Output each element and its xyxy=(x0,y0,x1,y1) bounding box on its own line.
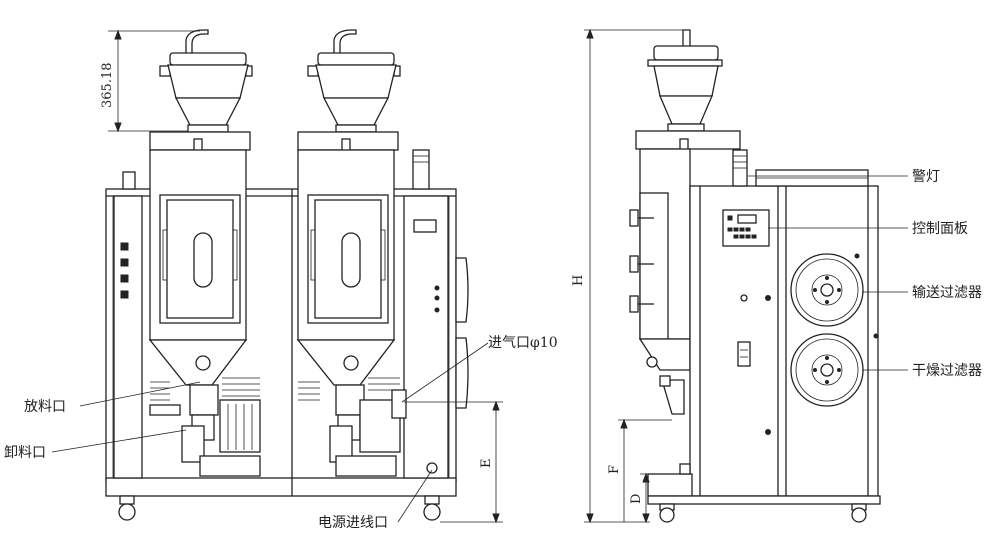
callout-drying-filter: 干燥过滤器 xyxy=(862,363,982,379)
callout-control-panel: 控制面板 xyxy=(768,221,968,237)
label-power-inlet: 电源进线口 xyxy=(318,515,388,531)
label-unload-port: 卸料口 xyxy=(4,445,46,461)
front-base xyxy=(105,477,457,497)
dimension-D: D xyxy=(629,472,660,524)
label-air-inlet: 进气口φ10 xyxy=(488,335,558,351)
hopper-unit-right xyxy=(296,29,438,477)
callout-unload-port: 卸料口 xyxy=(4,429,187,461)
front-view: 365.18 xyxy=(4,29,558,531)
dimension-E: E xyxy=(404,400,503,524)
round-filter-icon xyxy=(790,253,864,327)
power-inlet-hole xyxy=(426,462,438,474)
dimension-E-label: E xyxy=(479,459,494,469)
label-warning-light: 警灯 xyxy=(912,169,940,185)
round-filter-icon xyxy=(790,333,864,407)
dimension-H-label: H xyxy=(571,275,586,286)
label-control-panel: 控制面板 xyxy=(912,221,968,237)
label-conveying-filter: 输送过滤器 xyxy=(912,285,982,301)
dimension-F: F xyxy=(607,418,672,522)
dimension-D-label: D xyxy=(629,494,644,504)
label-discharge-port: 放料口 xyxy=(24,399,66,415)
callout-power-inlet: 电源进线口 xyxy=(318,469,433,531)
dimension-F-label: F xyxy=(607,465,622,474)
hopper-unit-left xyxy=(148,29,261,477)
callout-warning-light: 警灯 xyxy=(748,169,940,185)
callout-air-inlet: 进气口φ10 xyxy=(401,335,558,403)
side-casters xyxy=(659,503,867,523)
callout-discharge-port: 放料口 xyxy=(24,381,201,415)
warning-light-icon xyxy=(732,149,748,187)
side-cabinet xyxy=(689,185,879,497)
side-view: H xyxy=(571,28,982,524)
dimension-H: H xyxy=(571,28,690,524)
label-drying-filter: 干燥过滤器 xyxy=(912,363,982,379)
callout-conveying-filter: 输送过滤器 xyxy=(862,285,982,301)
control-panel-box xyxy=(722,209,770,247)
front-warning-light xyxy=(412,149,430,190)
dimension-hopper-loader: 365.18 xyxy=(100,29,200,133)
front-casters xyxy=(118,495,441,521)
dimension-365-label: 365.18 xyxy=(100,63,115,109)
